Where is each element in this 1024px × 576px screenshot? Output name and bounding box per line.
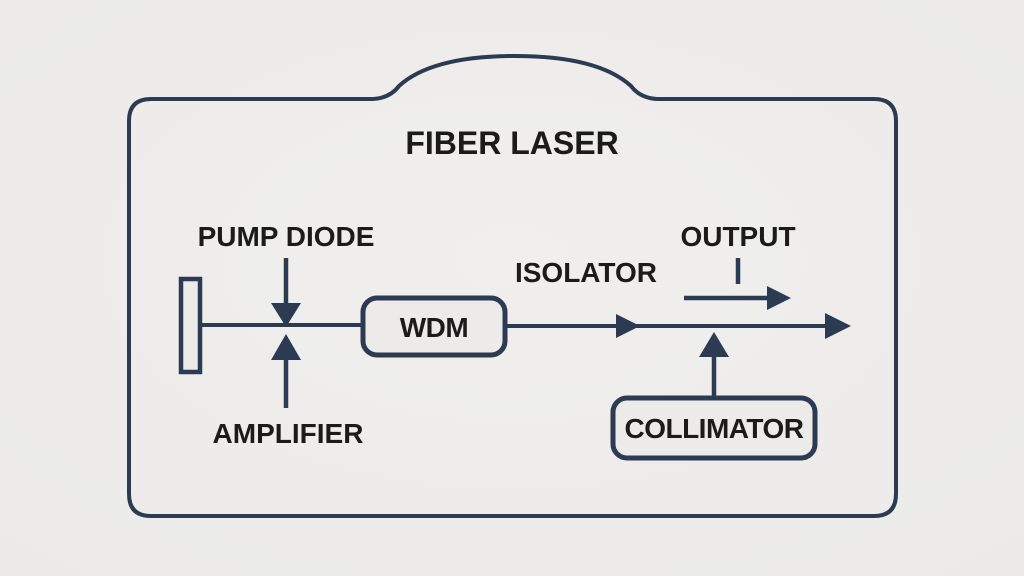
output-label: OUTPUT bbox=[680, 221, 795, 252]
wdm-label: WDM bbox=[400, 312, 468, 343]
mirror-reflector bbox=[178, 276, 203, 375]
collimator-label: COLLIMATOR bbox=[624, 413, 803, 444]
isolator-arrowhead-icon bbox=[616, 314, 640, 338]
output-arrowhead-icon bbox=[767, 286, 791, 310]
amplifier-label: AMPLIFIER bbox=[213, 418, 364, 449]
diagram-title: FIBER LASER bbox=[405, 125, 618, 161]
enclosure-border bbox=[127, 54, 898, 518]
amplifier-arrowhead-icon bbox=[271, 334, 301, 360]
collimator-box bbox=[610, 395, 818, 461]
pump-diode-label: PUMP DIODE bbox=[198, 221, 375, 252]
isolator-label: ISOLATOR bbox=[515, 257, 657, 288]
pump-diode-arrowhead-icon bbox=[271, 303, 301, 327]
fiber-end-arrowhead-icon bbox=[825, 313, 851, 339]
collimator-arrowhead-icon bbox=[699, 332, 729, 357]
